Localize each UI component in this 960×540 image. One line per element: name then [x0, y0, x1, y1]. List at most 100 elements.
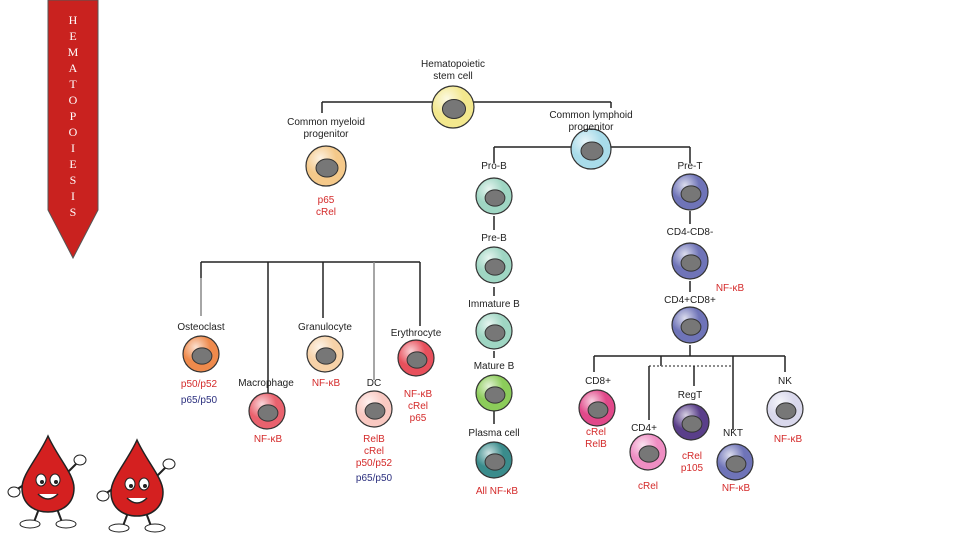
cell-nucleus [406, 351, 428, 369]
banner-letter: I [71, 141, 75, 155]
dn-label: CD4-CD8- [667, 227, 714, 238]
cell-dc [355, 390, 393, 428]
cell-matureb [475, 374, 513, 412]
nk-label: NK [778, 376, 792, 387]
banner-letter: O [69, 125, 78, 139]
banner-letter: S [70, 205, 77, 219]
cell-nucleus [680, 318, 702, 336]
cell-cd4 [629, 433, 667, 471]
cell-nucleus [364, 402, 386, 420]
cell-nucleus [484, 189, 506, 207]
matureb-label: Mature B [474, 361, 515, 372]
cell-clp [570, 128, 612, 170]
cell-prob [475, 177, 513, 215]
osteoclast-label: Osteoclast [177, 322, 224, 333]
cell-cmp [305, 145, 347, 187]
macrophage-label: Macrophage [238, 378, 294, 389]
cell-nucleus [257, 404, 279, 422]
osteoclast-factor-blue: p65/p50 [181, 395, 218, 406]
cell-pret [671, 173, 709, 211]
plasma-label: Plasma cell [468, 428, 519, 439]
prob-label: Pro-B [481, 161, 507, 172]
macrophage-factor: NF-κB [254, 434, 283, 445]
cell-macrophage [248, 392, 286, 430]
banner-letter: S [70, 173, 77, 187]
banner-letter: E [69, 157, 76, 171]
cell-nk [766, 390, 804, 428]
cell-nucleus [680, 185, 702, 203]
cell-nucleus [587, 401, 609, 419]
banner-letter: A [69, 61, 78, 75]
cell-nucleus [484, 453, 506, 471]
cell-cd8 [578, 389, 616, 427]
cell-preb [475, 246, 513, 284]
banner-letter: O [69, 93, 78, 107]
cell-hsc [431, 85, 475, 129]
cell-nucleus [580, 141, 604, 161]
cell-osteoclast [182, 335, 220, 373]
granulocyte-factor: NF-κB [312, 378, 341, 389]
cell-nucleus [484, 324, 506, 342]
treg-label: RegT [678, 390, 702, 401]
nkt-factor: NF-κB [722, 483, 751, 494]
cell-immatureb [475, 312, 513, 350]
cell-group [182, 85, 804, 481]
cd4-label: CD4+ [631, 423, 657, 434]
erythrocyte-label: Erythrocyte [391, 328, 442, 339]
cell-nucleus [315, 158, 339, 178]
nkt-label: NKT [723, 428, 743, 439]
cell-nucleus [725, 455, 747, 473]
banner-letter: I [71, 189, 75, 203]
cell-nucleus [638, 445, 660, 463]
banner-letter: H [69, 13, 78, 27]
cd8-label: CD8+ [585, 376, 611, 387]
dc-factor-blue: p65/p50 [356, 473, 393, 484]
pret-label: Pre-T [678, 161, 703, 172]
cell-nucleus [681, 415, 703, 433]
cell-nkt [716, 443, 754, 481]
cell-nucleus [191, 347, 213, 365]
cell-nucleus [680, 254, 702, 272]
cell-nucleus [441, 99, 467, 119]
blood-drop-mascots [7, 434, 176, 533]
blood-drop-mascot [96, 438, 176, 533]
plasma-factor: All NF-κB [476, 486, 519, 497]
cd4-factor: cRel [638, 481, 658, 492]
immatureb-label: Immature B [468, 299, 520, 310]
nk-factor: NF-κB [774, 434, 803, 445]
cell-nucleus [484, 386, 506, 404]
osteoclast-factor-red: p50/p52 [181, 379, 218, 390]
cell-nucleus [484, 258, 506, 276]
cell-erythrocyte [397, 339, 435, 377]
cell-plasma [475, 441, 513, 479]
dp-label: CD4+CD8+ [664, 295, 716, 306]
dn-dp-factor: NF-κB [716, 283, 745, 294]
banner-letter: P [70, 109, 77, 123]
cell-granulocyte [306, 335, 344, 373]
blood-drop-mascot [7, 434, 87, 529]
dc-label: DC [367, 378, 381, 389]
granulocyte-label: Granulocyte [298, 322, 352, 333]
cell-treg [672, 403, 710, 441]
banner-letter: M [68, 45, 79, 59]
cell-nucleus [775, 402, 797, 420]
cell-nucleus [315, 347, 337, 365]
banner-letter: T [69, 77, 77, 91]
cell-dp [671, 306, 709, 344]
preb-label: Pre-B [481, 233, 507, 244]
cell-dn [671, 242, 709, 280]
banner-letter: E [69, 29, 76, 43]
